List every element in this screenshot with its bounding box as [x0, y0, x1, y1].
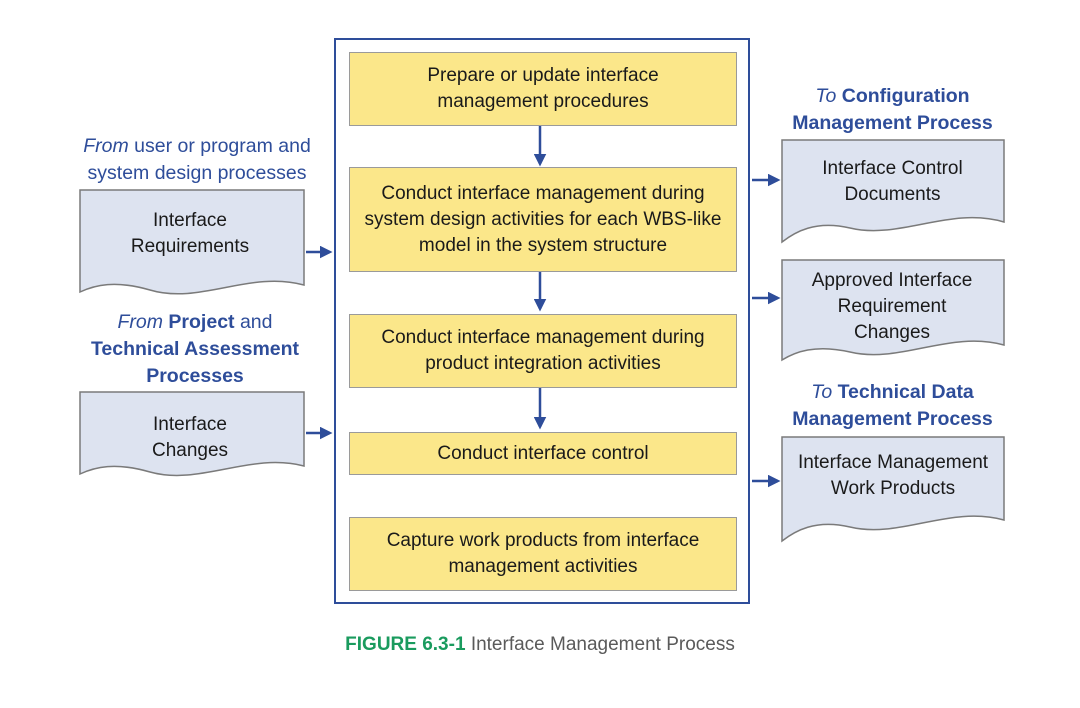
source-from-word: From [117, 311, 164, 333]
doc-interface-control-documents: Interface Control Documents [800, 154, 985, 210]
doc-shape-interface-control-documents [781, 139, 1005, 244]
figure-number: FIGURE 6.3-1 [345, 634, 466, 655]
step-label: Capture work products from interface man… [386, 530, 700, 577]
doc-shape-approved-changes [781, 259, 1005, 362]
doc-label: Approved Interface Requirement Changes [811, 270, 973, 343]
dest-label-configuration: To Configuration Management Process [770, 83, 1015, 137]
step-label: Conduct interface control [437, 442, 649, 464]
doc-label: Interface Control Documents [822, 158, 963, 205]
figure-title: Interface Management Process [470, 634, 735, 655]
step-label: Conduct interface management during syst… [364, 182, 722, 256]
source-project: Project [168, 311, 235, 333]
doc-shape-work-products [781, 436, 1005, 543]
source-label-user-program: From user or program and system design p… [70, 133, 324, 187]
step-prepare-procedures: Prepare or update interface management p… [349, 52, 737, 126]
dest-name: Configuration Management Process [792, 85, 993, 134]
step-capture-work-products: Capture work products from interface man… [349, 517, 737, 591]
source-technical-assessment: Technical Assessment Processes [90, 338, 300, 387]
step-product-integration: Conduct interface management during prod… [349, 314, 737, 388]
source-text: user or program and system design proces… [87, 135, 311, 184]
figure-caption: FIGURE 6.3-1 Interface Management Proces… [0, 634, 1080, 656]
step-system-design: Conduct interface management during syst… [349, 167, 737, 272]
dest-to-word: To [811, 381, 833, 403]
dest-name: Technical Data Management Process [792, 381, 993, 430]
doc-label: Interface Management Work Products [797, 452, 989, 499]
source-and: and [239, 311, 273, 333]
source-label-project-assessment: From Project and Technical Assessment Pr… [60, 309, 330, 390]
source-from-word: From [83, 135, 129, 157]
doc-shape-interface-changes [79, 391, 305, 477]
doc-shape-interface-requirements [79, 189, 305, 295]
step-label: Conduct interface management during prod… [381, 327, 705, 374]
process-frame [334, 38, 750, 604]
doc-work-products: Interface Management Work Products [782, 448, 1004, 504]
doc-interface-requirements: Interface Requirements [110, 204, 270, 264]
doc-label: Interface Requirements [130, 210, 250, 257]
doc-interface-changes: Interface Changes [120, 408, 260, 468]
doc-approved-changes: Approved Interface Requirement Changes [792, 266, 992, 348]
doc-label: Interface Changes [151, 414, 229, 461]
step-label: Prepare or update interface management p… [427, 65, 659, 112]
step-interface-control: Conduct interface control [349, 432, 737, 475]
dest-to-word: To [815, 85, 837, 107]
dest-label-technical-data: To Technical Data Management Process [775, 379, 1010, 433]
